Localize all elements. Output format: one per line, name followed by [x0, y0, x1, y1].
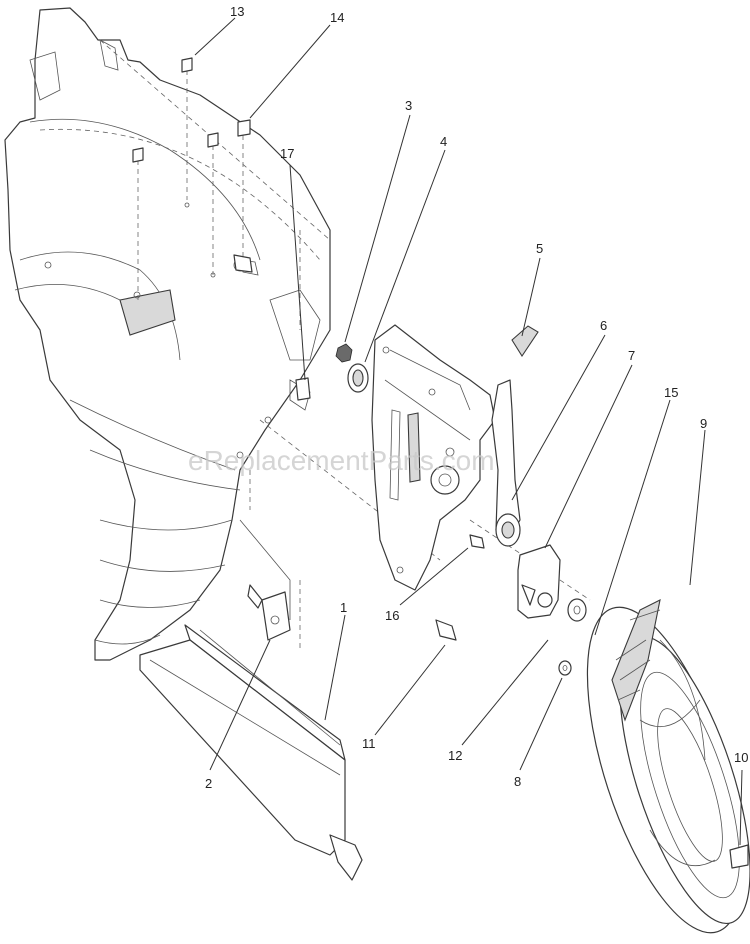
- height-adjuster-plate: [371, 324, 496, 591]
- callout-2: 2: [205, 776, 212, 791]
- rear-flap: [139, 519, 363, 881]
- callout-6: 6: [600, 318, 607, 333]
- height-lever: [491, 325, 539, 547]
- callout-8: 8: [514, 774, 521, 789]
- callout-11: 11: [362, 736, 376, 751]
- callout-15: 15: [664, 385, 678, 400]
- watermark-text: eReplacementParts.com: [188, 445, 495, 476]
- callout-10: 10: [734, 750, 748, 765]
- callout-14: 14: [330, 10, 344, 25]
- nut-and-spacer: [335, 343, 369, 393]
- callout-5: 5: [536, 241, 543, 256]
- leader-lines: [194, 17, 743, 846]
- callout-9: 9: [700, 416, 707, 431]
- mower-deck-housing: [4, 7, 331, 661]
- bolts: [435, 534, 485, 641]
- callout-7: 7: [628, 348, 635, 363]
- callout-17: 17: [280, 146, 294, 161]
- small-washer: [558, 660, 572, 676]
- hinge-bracket: [247, 584, 291, 641]
- callout-12: 12: [448, 748, 462, 763]
- deck-fasteners: [132, 57, 311, 401]
- callout-labels: 1 2 3 4 5 6 7 8 9 10 11 12 13 14 15 16 1…: [205, 4, 748, 791]
- callout-13: 13: [230, 4, 244, 19]
- axle-bracket: [517, 544, 561, 619]
- callout-16: 16: [385, 608, 399, 623]
- rear-wheel: [586, 599, 750, 934]
- callout-1: 1: [340, 600, 347, 615]
- callout-4: 4: [440, 134, 447, 149]
- callout-3: 3: [405, 98, 412, 113]
